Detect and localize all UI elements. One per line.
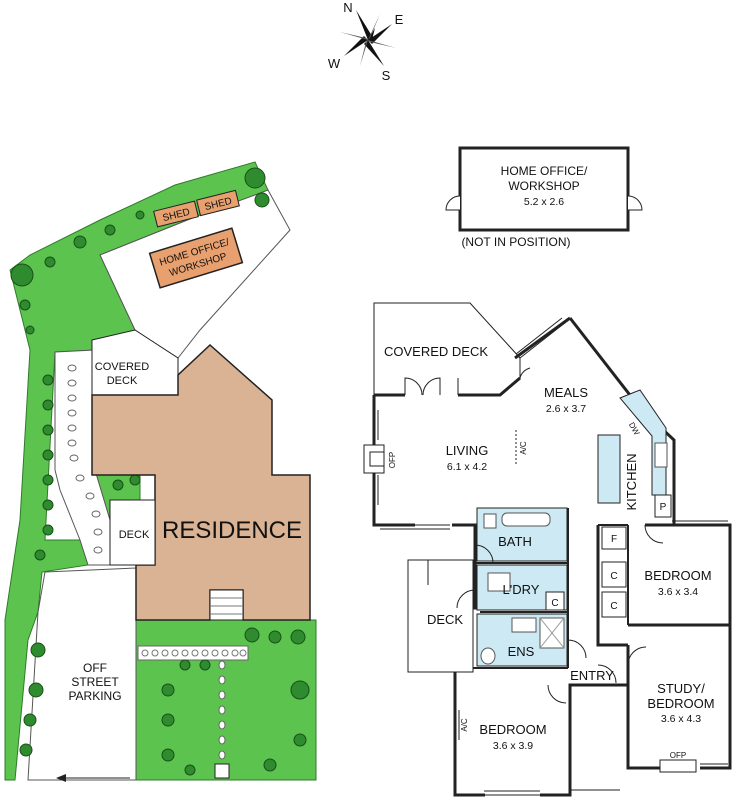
cupboard-c3: C <box>610 601 617 612</box>
living-ofp: OFP <box>388 452 397 468</box>
pantry-label: P <box>660 502 667 513</box>
site-home-office: HOME OFFICE/ WORKSHOP <box>148 227 244 289</box>
laundry-label: L'DRY <box>503 582 540 597</box>
kitchen-island <box>597 434 621 504</box>
office-title-line2: WORKSHOP <box>508 179 579 193</box>
living-label: LIVING <box>446 443 489 458</box>
compass-n: N <box>343 0 352 15</box>
meals-dims: 2.6 x 3.7 <box>546 403 586 415</box>
stepping-stones <box>67 364 226 760</box>
office-dims: 5.2 x 2.6 <box>524 196 564 208</box>
study-dims: 3.6 x 4.3 <box>661 713 701 725</box>
dishwasher-label: DW <box>627 421 642 437</box>
compass-s: S <box>382 68 391 83</box>
bedroom2-dims: 3.6 x 3.9 <box>493 740 533 752</box>
office-plan: HOME OFFICE/ WORKSHOP 5.2 x 2.6 (NOT IN … <box>445 146 643 249</box>
site-covered-deck-line1: COVERED <box>95 361 149 373</box>
site-covered-deck-line2: DECK <box>107 375 138 387</box>
covered-deck-label: COVERED DECK <box>384 344 488 359</box>
bath-label: BATH <box>498 534 532 549</box>
cupboard-c2: C <box>610 571 617 582</box>
residence-label: RESIDENCE <box>162 517 302 544</box>
sheds: SHED SHED <box>153 189 240 228</box>
kitchen-label: KITCHEN <box>624 453 639 510</box>
office-title-line1: HOME OFFICE/ <box>501 164 588 178</box>
floor-deck <box>407 559 474 673</box>
ensuite-label: ENS <box>508 644 535 659</box>
floor-plan: COVERED DECK MEALS 2.6 x 3.7 LIVING 6.1 … <box>363 302 732 797</box>
study-label-line1: STUDY/ <box>657 681 705 696</box>
living-ac: A/C <box>519 441 528 455</box>
cupboard-f: F <box>611 534 617 545</box>
parking-line3: PARKING <box>68 689 121 703</box>
study-label-line2: BEDROOM <box>647 696 714 711</box>
study-ofp: OFP <box>670 751 686 760</box>
deck-label: DECK <box>427 612 463 627</box>
office-note: (NOT IN POSITION) <box>461 235 570 249</box>
parking-line2: STREET <box>71 675 119 689</box>
parking-line1: OFF <box>83 661 107 675</box>
compass-w: W <box>328 56 341 71</box>
site-deck <box>109 499 156 566</box>
parking-area <box>27 567 137 781</box>
bedroom1-dims: 3.6 x 3.4 <box>658 586 698 598</box>
site-deck-label: DECK <box>119 529 150 541</box>
meals-label: MEALS <box>544 385 588 400</box>
compass-e: E <box>395 12 404 27</box>
bedroom1-label: BEDROOM <box>644 568 711 583</box>
compass-rose: N E W S <box>328 0 404 83</box>
bedroom2-ac: A/C <box>460 718 469 732</box>
bedroom2-label: BEDROOM <box>479 722 546 737</box>
laundry-cupboard: C <box>551 598 558 609</box>
entry-label: ENTRY <box>570 668 614 683</box>
living-dims: 6.1 x 4.2 <box>447 461 487 473</box>
site-plan: SHED SHED HOME OFFICE/ WORKSHOP COVERED … <box>4 161 317 782</box>
trees <box>10 167 310 776</box>
